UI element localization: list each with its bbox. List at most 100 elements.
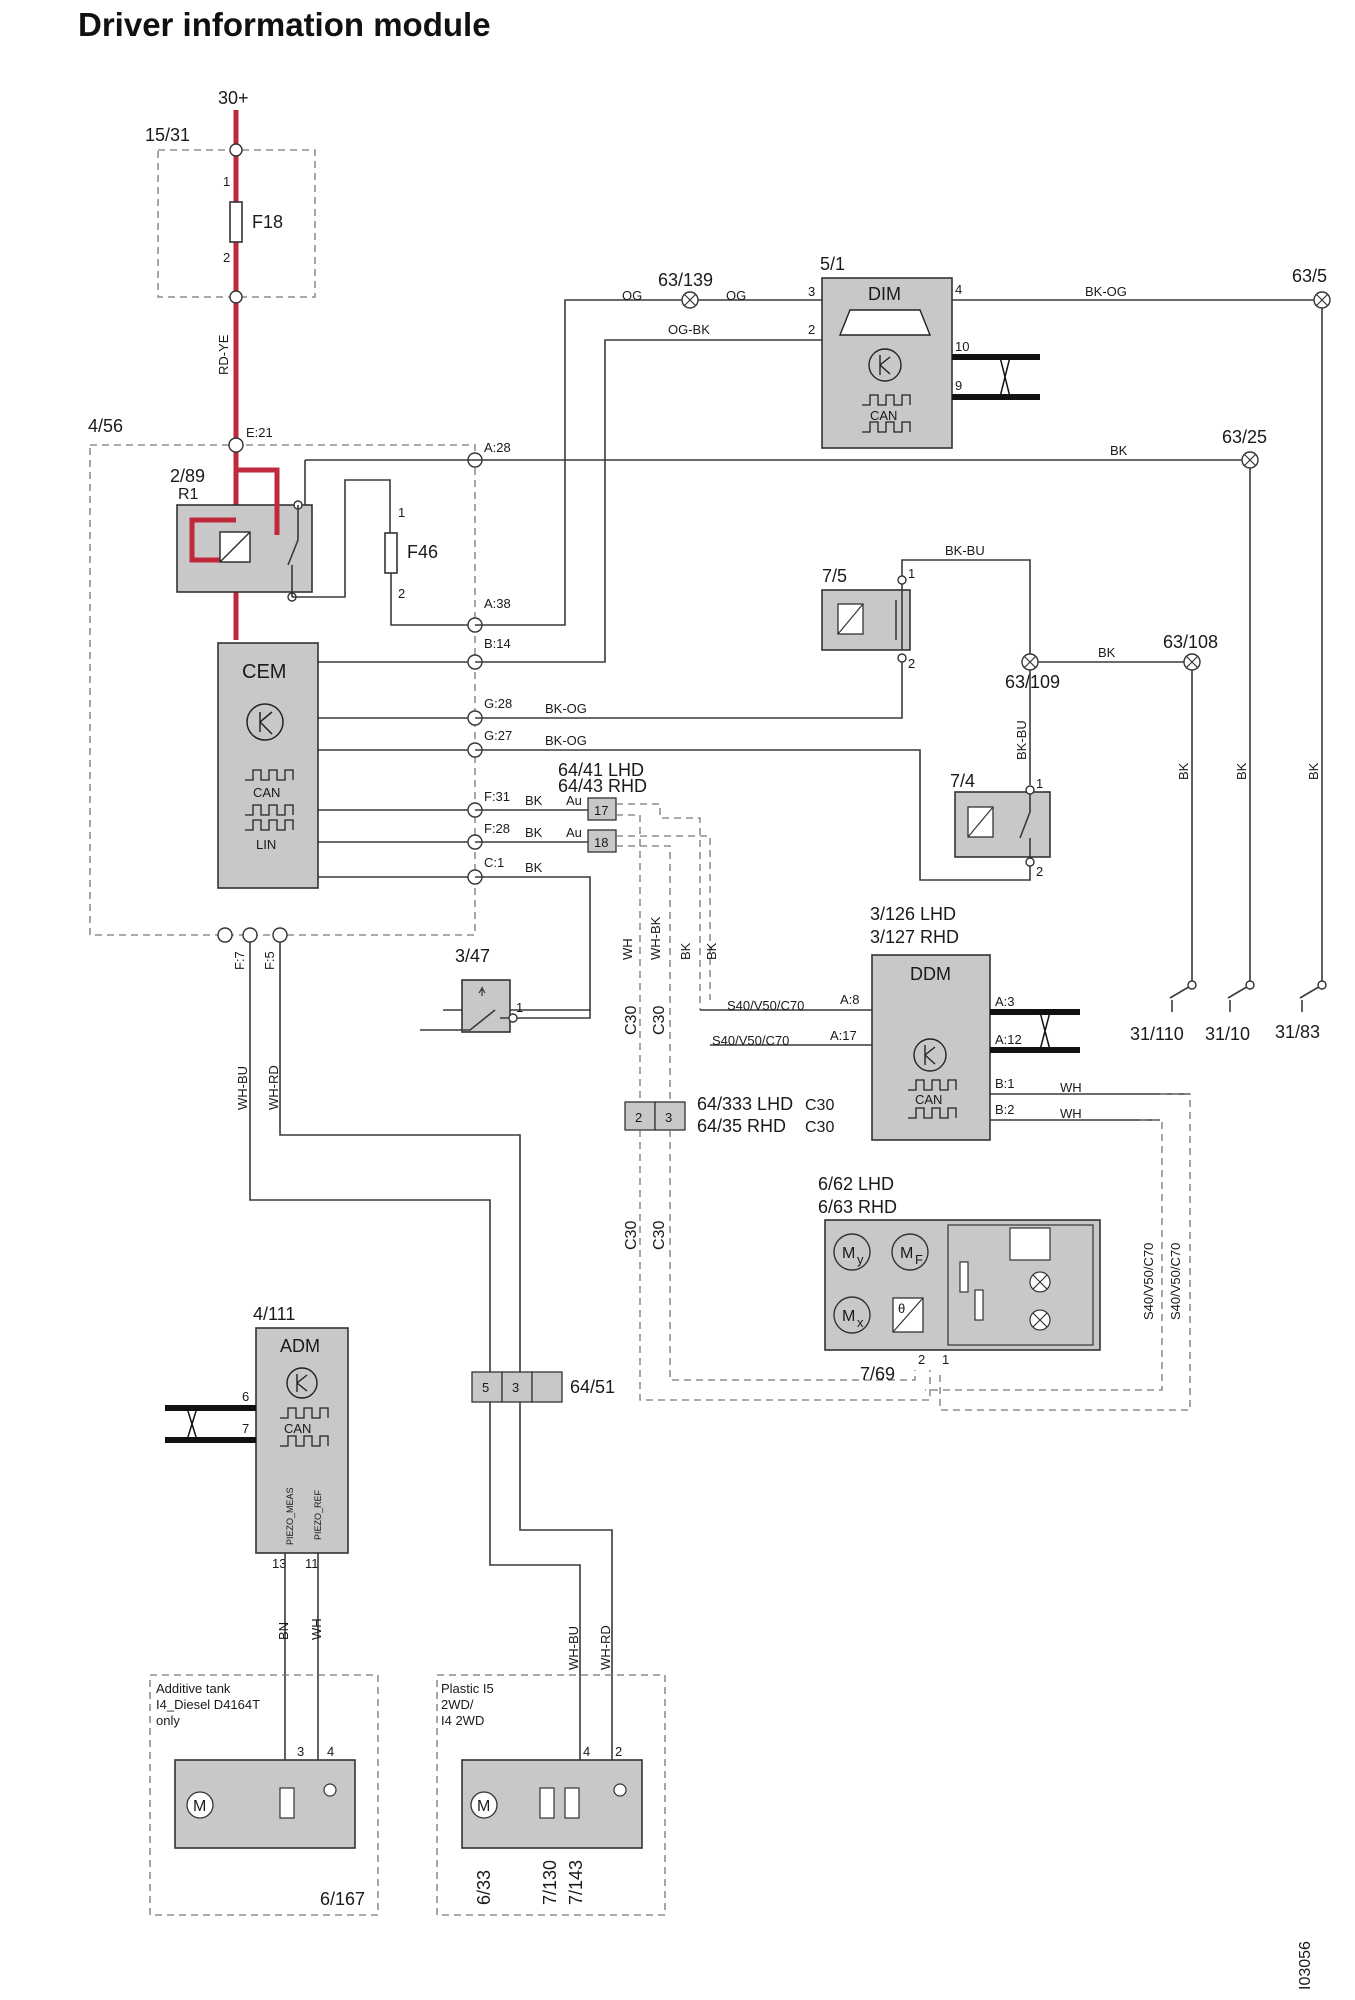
svg-text:3/127 RHD: 3/127 RHD xyxy=(870,927,959,947)
svg-text:4: 4 xyxy=(327,1744,334,1759)
label-7-4: 7/4 xyxy=(950,771,975,791)
svg-text:θ: θ xyxy=(898,1301,905,1316)
svg-text:BK: BK xyxy=(1176,762,1191,780)
svg-text:3: 3 xyxy=(297,1744,304,1759)
svg-text:2: 2 xyxy=(635,1110,642,1125)
svg-text:63/25: 63/25 xyxy=(1222,427,1267,447)
svg-text:CAN: CAN xyxy=(870,408,897,423)
svg-text:G:27: G:27 xyxy=(484,728,512,743)
fuse-f18 xyxy=(229,201,243,243)
svg-text:BK-OG: BK-OG xyxy=(545,701,587,716)
svg-text:BK: BK xyxy=(1110,443,1128,458)
svg-text:1: 1 xyxy=(908,566,915,581)
svg-text:31/83: 31/83 xyxy=(1275,1022,1320,1042)
svg-text:6/167: 6/167 xyxy=(320,1889,365,1909)
svg-text:10: 10 xyxy=(955,339,969,354)
svg-text:M: M xyxy=(193,1798,206,1815)
svg-text:BK-BU: BK-BU xyxy=(1014,720,1029,760)
svg-text:B:1: B:1 xyxy=(995,1076,1015,1091)
level-sensor-icon xyxy=(279,1787,295,1819)
cem-box xyxy=(217,642,319,889)
svg-text:A:28: A:28 xyxy=(484,440,511,455)
switch-3-47 xyxy=(461,979,511,1033)
adm-box xyxy=(255,1327,349,1554)
svg-text:BK: BK xyxy=(704,942,719,960)
label-fusebox: 15/31 xyxy=(145,125,190,145)
svg-text:BK-BU: BK-BU xyxy=(945,543,985,558)
svg-text:3/47: 3/47 xyxy=(455,946,490,966)
svg-text:B:2: B:2 xyxy=(995,1102,1015,1117)
svg-text:1: 1 xyxy=(223,174,230,189)
svg-text:A:12: A:12 xyxy=(995,1032,1022,1047)
svg-text:2: 2 xyxy=(1036,864,1043,879)
svg-text:7/143: 7/143 xyxy=(566,1860,586,1905)
svg-text:M: M xyxy=(900,1245,913,1262)
wire-label-rdye: RD-YE xyxy=(216,334,231,375)
svg-text:3: 3 xyxy=(512,1380,519,1395)
pin-f5 xyxy=(272,927,288,943)
dim-box xyxy=(821,277,953,449)
svg-text:6/63 RHD: 6/63 RHD xyxy=(818,1197,897,1217)
svg-text:2: 2 xyxy=(808,322,815,337)
svg-text:C30: C30 xyxy=(651,1221,668,1250)
pin-f7 xyxy=(242,927,258,943)
plastic-note-line3: I4 2WD xyxy=(441,1713,484,1728)
svg-text:1: 1 xyxy=(942,1352,949,1367)
svg-text:Additive tank I4_Diesel D: Additive tank I4_Diesel D4164T only xyxy=(156,1681,263,1728)
connector-pin-18 xyxy=(587,829,617,853)
svg-text:BK: BK xyxy=(525,793,543,808)
svg-text:DDM: DDM xyxy=(910,964,951,984)
svg-text:1: 1 xyxy=(516,1000,523,1015)
svg-text:WH: WH xyxy=(1060,1080,1082,1095)
svg-text:3: 3 xyxy=(665,1110,672,1125)
svg-text:A:17: A:17 xyxy=(830,1028,857,1043)
heater-grid-icon xyxy=(1009,1227,1051,1261)
svg-text:OG-BK: OG-BK xyxy=(668,322,710,337)
svg-text:5: 5 xyxy=(482,1380,489,1395)
svg-text:S40/V50/C70: S40/V50/C70 xyxy=(1141,1243,1156,1320)
svg-text:2: 2 xyxy=(223,250,230,265)
svg-text:3/126 LHD: 3/126 LHD xyxy=(870,904,956,924)
svg-text:WH-RD: WH-RD xyxy=(598,1625,613,1670)
svg-text:CAN: CAN xyxy=(253,785,280,800)
svg-text:BN: BN xyxy=(276,1622,291,1640)
svg-text:31/110: 31/110 xyxy=(1130,1024,1184,1044)
svg-text:31/10: 31/10 xyxy=(1205,1024,1250,1044)
svg-text:C30: C30 xyxy=(623,1221,640,1250)
svg-text:6/33: 6/33 xyxy=(474,1870,494,1905)
label-7-5: 7/5 xyxy=(822,566,847,586)
svg-text:64/35 RHD: 64/35 RHD xyxy=(697,1116,786,1136)
svg-text:y: y xyxy=(857,1252,864,1267)
svg-text:WH: WH xyxy=(1060,1106,1082,1121)
svg-text:64/51: 64/51 xyxy=(570,1377,615,1397)
svg-text:17: 17 xyxy=(594,803,608,818)
label-cem-module: 4/56 xyxy=(88,416,123,436)
svg-text:S40/V50/C70: S40/V50/C70 xyxy=(1168,1243,1183,1320)
svg-text:WH-BU: WH-BU xyxy=(566,1626,581,1670)
ddm-box xyxy=(871,954,991,1141)
svg-text:BK: BK xyxy=(525,860,543,875)
svg-text:x: x xyxy=(857,1315,864,1330)
label-cem: CEM xyxy=(242,661,286,683)
tank-note-line1: Additive tank xyxy=(156,1681,231,1696)
svg-text:A:8: A:8 xyxy=(840,992,860,1007)
svg-text:ADM: ADM xyxy=(280,1336,320,1356)
fuel-pump-motor-icon xyxy=(470,1791,498,1819)
svg-text:1: 1 xyxy=(398,505,405,520)
svg-text:18: 18 xyxy=(594,835,608,850)
svg-text:CAN: CAN xyxy=(284,1421,311,1436)
page-title: Driver information module xyxy=(78,6,491,43)
label-f18: F18 xyxy=(252,212,283,232)
svg-text:OG: OG xyxy=(726,288,746,303)
svg-text:C30: C30 xyxy=(805,1119,834,1136)
svg-text:2: 2 xyxy=(615,1744,622,1759)
tank-note-line2: I4_Diesel D4164T xyxy=(156,1697,260,1712)
svg-text:B:14: B:14 xyxy=(484,636,511,651)
svg-text:64/43 RHD: 64/43 RHD xyxy=(558,776,647,796)
motor-mx-icon xyxy=(833,1296,871,1334)
label-dim: DIM xyxy=(868,284,901,304)
svg-text:F:7: F:7 xyxy=(232,951,247,970)
svg-text:C30: C30 xyxy=(805,1097,834,1114)
label-f46: F46 xyxy=(407,542,438,562)
